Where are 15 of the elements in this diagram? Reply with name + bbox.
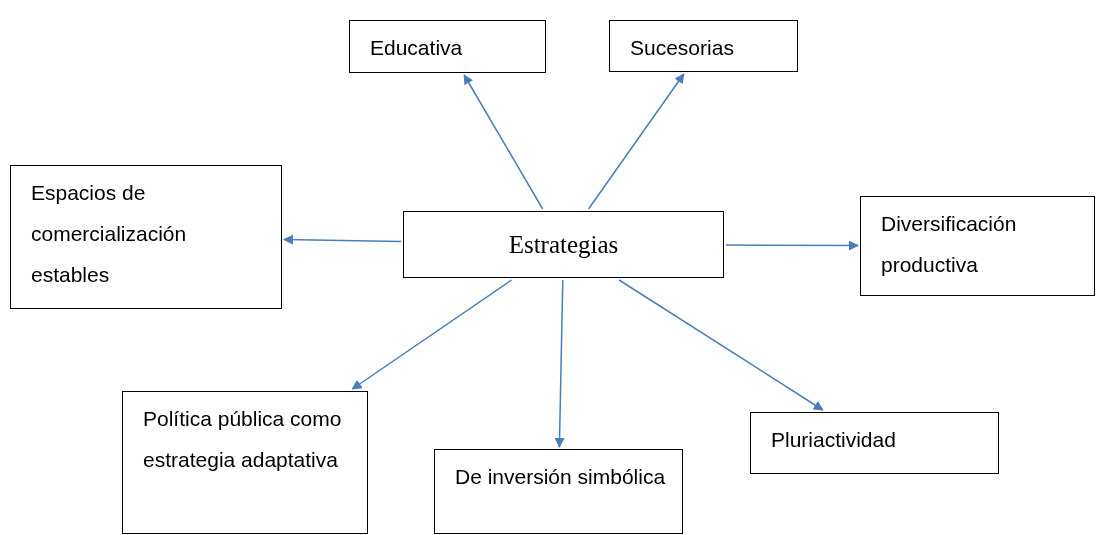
arrow [463,74,544,210]
arrow [554,279,565,448]
category-box: Espacios de comercialización estables [10,165,282,309]
category-box: Educativa [349,20,546,73]
category-box: Pluriactividad [750,412,999,474]
arrow [725,240,859,251]
arrow [351,279,513,390]
category-box: Política pública como estrategia adaptativa [122,391,368,534]
category-box: Sucesorias [609,20,798,72]
category-box: Diversificación productiva [860,196,1095,296]
arrow [283,234,402,245]
category-box: De inversión simbólica [434,449,683,534]
central-box: Estrategias [403,211,724,278]
arrow [587,73,685,210]
arrow [618,279,824,411]
